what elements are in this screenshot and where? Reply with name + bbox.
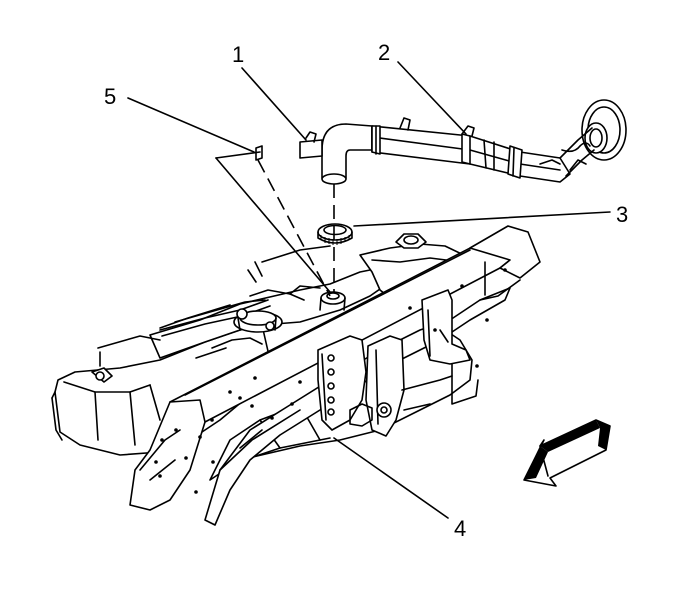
- vent-hose-connector: [255, 131, 323, 161]
- callout-5: 5: [104, 84, 116, 109]
- fuel-filler-seal: [317, 223, 353, 245]
- callout-2: 2: [378, 40, 390, 65]
- callout-1: 1: [232, 42, 244, 67]
- frame-rail: [129, 225, 541, 526]
- callout-4: 4: [454, 516, 466, 541]
- front-direction-arrow-icon: [523, 419, 611, 487]
- callout-labels: 1 2 3 4 5: [104, 40, 628, 541]
- fuel-filler-pipe: [321, 99, 627, 185]
- leader-lines: [127, 61, 611, 519]
- assembly-dashed-lines: [257, 159, 335, 297]
- callout-3: 3: [616, 202, 628, 227]
